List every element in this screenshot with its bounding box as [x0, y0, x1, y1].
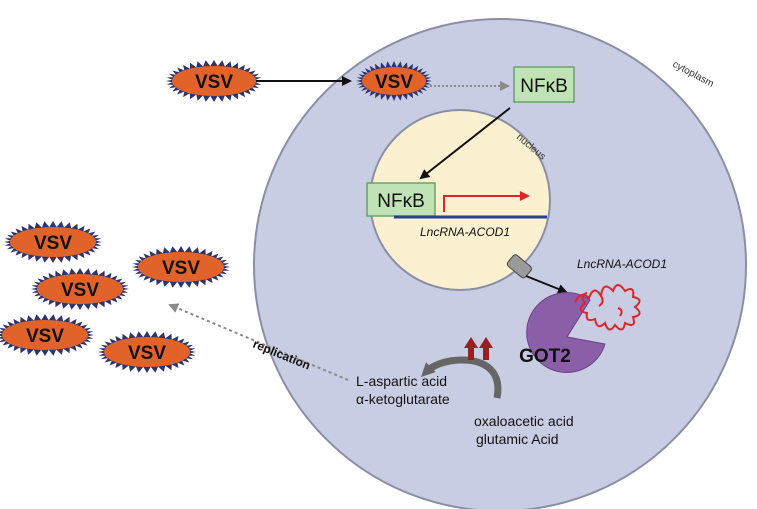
virus-icon: VSV	[98, 331, 196, 373]
virus-icon: VSV	[132, 246, 230, 288]
virus-label: VSV	[375, 72, 413, 93]
substrate-to-product-arrow	[421, 356, 502, 399]
up-regulation-arrows	[464, 337, 493, 360]
lncrna-nucleus-label: LncRNA-ACOD1	[420, 225, 510, 239]
rna-icon	[574, 284, 641, 331]
replication-arrow	[168, 303, 349, 381]
product-label-1: L-aspartic acid	[356, 373, 447, 389]
nfkb-nucleus-label: NFκB	[377, 191, 425, 212]
nuclear-pore-icon	[506, 254, 532, 279]
cytoplasm-label: cytoplasm	[671, 59, 716, 90]
nfkb-cytoplasm-label: NFκB	[520, 76, 568, 97]
virus-body	[104, 337, 190, 367]
virus-label: VSV	[61, 280, 99, 301]
export-arrow	[525, 275, 568, 294]
virus-icon: VSV	[0, 314, 94, 356]
virus-icon: VSV	[166, 60, 262, 102]
virus-icon: VSV	[4, 221, 102, 263]
virus-body	[10, 227, 96, 257]
virus-label: VSV	[26, 326, 64, 347]
virus-label: VSV	[128, 343, 166, 364]
nfkb-nucleus-box	[366, 182, 436, 217]
virus-body	[2, 320, 88, 350]
virus-body	[37, 274, 123, 304]
virus-icon: VSV	[356, 61, 432, 101]
product-label-2: α-ketoglutarate	[356, 391, 450, 407]
virus-label: VSV	[34, 233, 72, 254]
lncrna-cytoplasm-label: LncRNA-ACOD1	[577, 257, 667, 271]
nfkb-cytoplasm-box	[513, 66, 575, 103]
virus-icon: VSV	[31, 268, 129, 310]
transcription-start-arrow	[443, 191, 530, 212]
virus-body	[172, 66, 256, 96]
got2-label: GOT2	[519, 346, 571, 367]
translocation-arrow	[419, 107, 511, 180]
virus-body	[362, 67, 426, 95]
virus-body	[138, 252, 224, 282]
virus-label: VSV	[195, 72, 233, 93]
substrate-label-2: glutamic Acid	[476, 431, 558, 447]
substrate-label-1: oxaloacetic acid	[474, 413, 574, 429]
enzyme-icon	[526, 292, 606, 373]
virus-label: VSV	[162, 258, 200, 279]
